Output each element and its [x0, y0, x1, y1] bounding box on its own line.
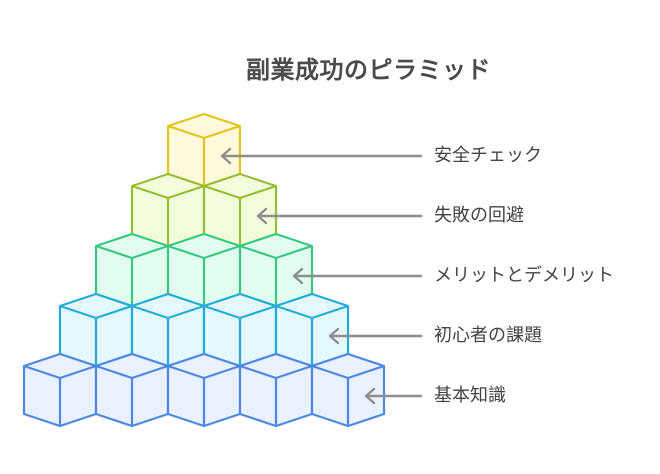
cube-row-3	[58, 292, 350, 368]
cube	[202, 292, 278, 368]
cube	[58, 292, 134, 368]
cube-row-4	[22, 352, 386, 428]
arrow-icon	[256, 207, 423, 225]
level-label-pros-cons: メリットとデメリット	[434, 265, 614, 286]
cube	[238, 352, 314, 428]
level-label-basic-knowledge: 基本知識	[434, 385, 506, 406]
level-label-beginner-issues: 初心者の課題	[434, 325, 542, 346]
arrow-icon	[220, 147, 423, 165]
cube	[130, 292, 206, 368]
cube	[130, 172, 206, 248]
cube-row-2	[94, 232, 314, 308]
arrow-icon	[292, 267, 423, 285]
cube	[166, 232, 242, 308]
level-label-safety-check: 安全チェック	[434, 145, 542, 166]
cube	[166, 352, 242, 428]
arrow-icon	[328, 327, 423, 345]
cube	[310, 352, 386, 428]
diagram-title: 副業成功のピラミッド	[246, 56, 491, 84]
cube	[94, 352, 170, 428]
cube-row-1	[130, 172, 278, 248]
cube	[22, 352, 98, 428]
arrow-icon	[364, 387, 423, 405]
level-label-avoid-failure: 失敗の回避	[434, 205, 524, 226]
cube	[94, 232, 170, 308]
